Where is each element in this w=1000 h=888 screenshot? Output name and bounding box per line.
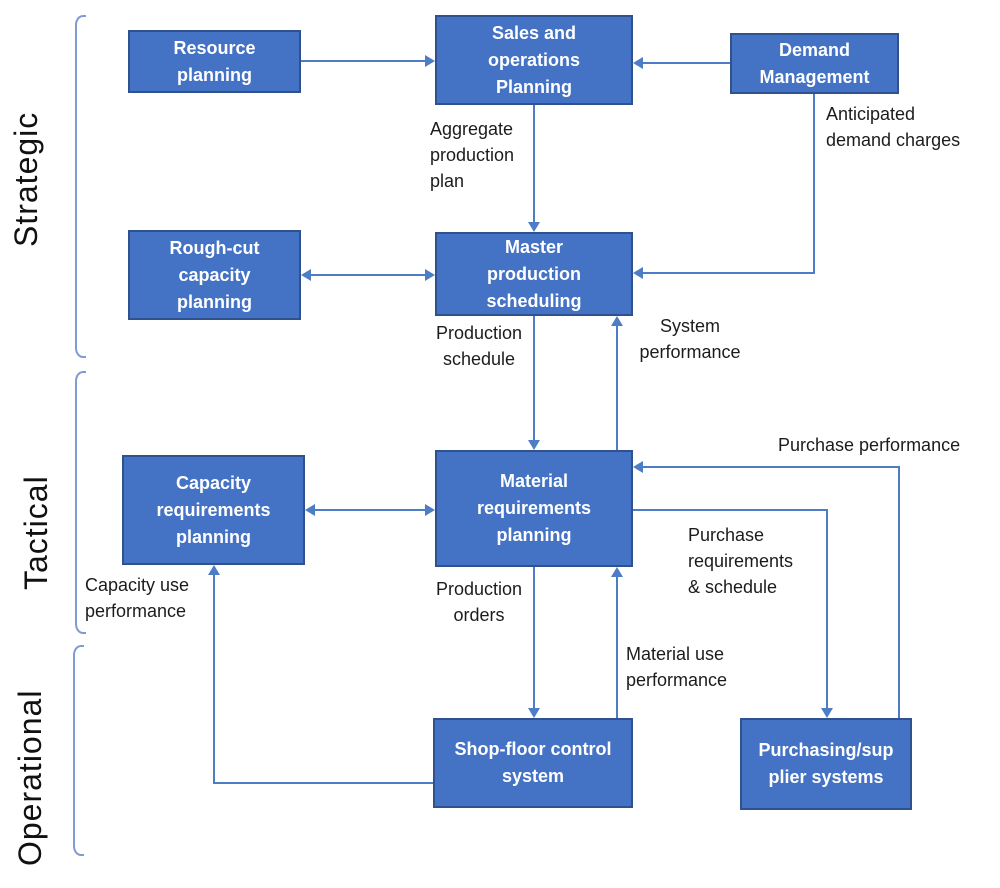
shop-floor-control-system-box: Shop-floor control system [433, 718, 633, 808]
connector-mrp-to-purchasing-horizontal [633, 509, 828, 511]
production-schedule-label: Production schedule [435, 323, 523, 369]
connector-purchasing-to-mrp-vertical [898, 466, 900, 718]
rough-cut-capacity-planning-box: Rough-cut capacity planning [128, 230, 301, 320]
connector-shopfloor-to-mrp [616, 576, 618, 718]
connector-mps-to-mrp [533, 316, 535, 441]
arrowhead-left-icon [633, 267, 643, 279]
connector-mrp-to-mps [616, 325, 618, 450]
connector-demand-to-mps-horizontal [643, 272, 815, 274]
tactical-level-label: Tactical [18, 475, 54, 590]
arrowhead-right-icon [425, 504, 435, 516]
anticipated-demand-charges-label: Anticipated demand charges [826, 104, 961, 150]
material-requirements-planning-box: Material requirements planning [435, 450, 633, 567]
arrowhead-left-icon [633, 461, 643, 473]
material-use-performance-label: Material use performance [626, 644, 728, 690]
connector-demand-to-mps-vertical [813, 94, 815, 274]
strategic-level-label: Strategic [8, 111, 44, 247]
connector-roughcut-mps [311, 274, 426, 276]
arrowhead-down-icon [528, 440, 540, 450]
sales-and-operations-planning-box: Sales and operations Planning [435, 15, 633, 105]
purchasing-supplier-systems-box: Purchasing/sup plier systems [740, 718, 912, 810]
connector-shopfloor-to-crp-vertical [213, 574, 215, 784]
aggregate-production-plan-label: Aggregate production plan [430, 119, 515, 191]
production-orders-label: Production orders [435, 579, 523, 625]
connector-purchasing-to-mrp-horizontal [643, 466, 900, 468]
connector-crp-mrp [315, 509, 425, 511]
arrowhead-up-icon [611, 567, 623, 577]
arrowhead-up-icon [208, 565, 220, 575]
connector-resource-to-sop [301, 60, 427, 62]
resource-planning-box: Resource planning [128, 30, 301, 93]
arrowhead-down-icon [528, 708, 540, 718]
arrowhead-up-icon [611, 316, 623, 326]
arrowhead-left-icon [301, 269, 311, 281]
connector-sop-to-mps [533, 105, 535, 224]
arrowhead-down-icon [821, 708, 833, 718]
demand-management-box: Demand Management [730, 33, 899, 94]
capacity-requirements-planning-box: Capacity requirements planning [122, 455, 305, 565]
operational-level-label: Operational [12, 689, 48, 866]
arrowhead-right-icon [425, 269, 435, 281]
arrowhead-left-icon [305, 504, 315, 516]
operational-bracket [73, 645, 84, 856]
arrowhead-left-icon [633, 57, 643, 69]
connector-mrp-to-shopfloor [533, 567, 535, 709]
purchase-requirements-schedule-label: Purchase requirements & schedule [688, 525, 794, 597]
master-production-scheduling-box: Master production scheduling [435, 232, 633, 316]
capacity-use-performance-label: Capacity use performance [85, 575, 190, 621]
connector-mrp-to-purchasing-vertical [826, 509, 828, 709]
connector-demand-to-sop [643, 62, 730, 64]
arrowhead-down-icon [528, 222, 540, 232]
connector-shopfloor-to-crp-horizontal [213, 782, 433, 784]
purchase-performance-label: Purchase performance [778, 435, 961, 455]
arrowhead-right-icon [425, 55, 435, 67]
tactical-bracket [75, 371, 86, 634]
system-performance-label: System performance [639, 316, 741, 362]
strategic-bracket [75, 15, 86, 358]
